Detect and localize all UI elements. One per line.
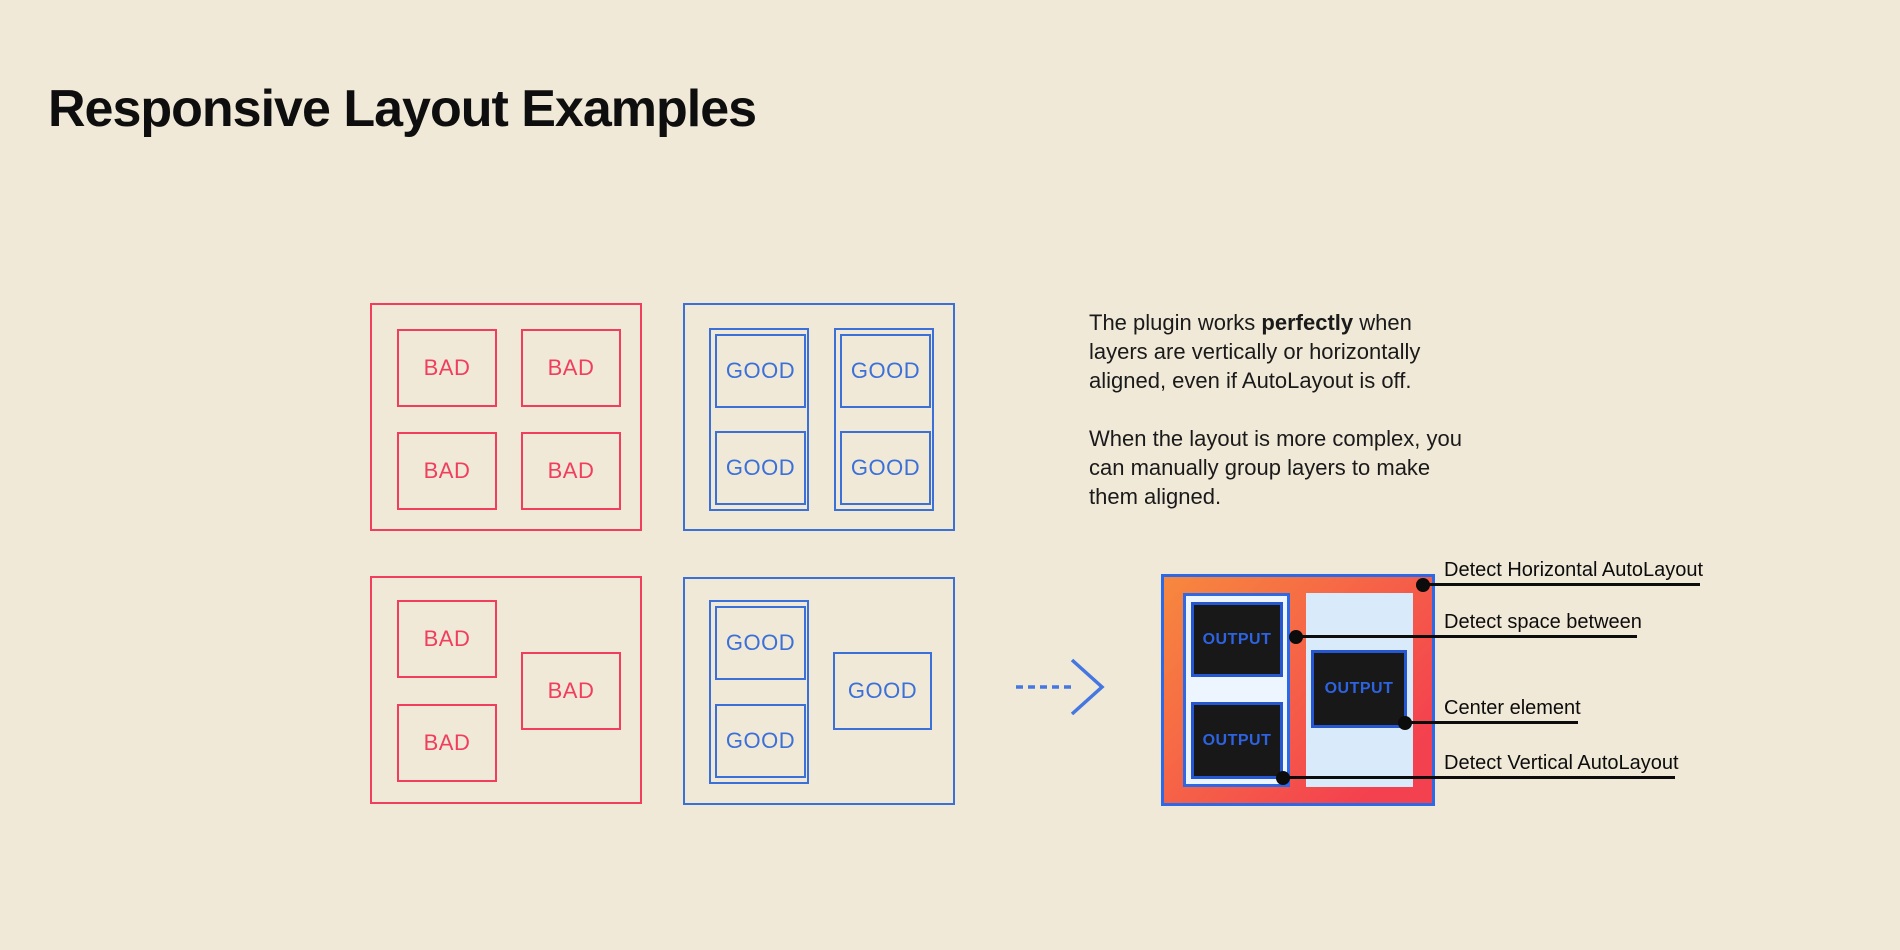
output-vertical-group: OUTPUT OUTPUT — [1183, 593, 1290, 787]
bad-box: BAD — [521, 432, 621, 510]
output-box: OUTPUT — [1311, 650, 1407, 728]
good-box: GOOD — [833, 652, 932, 730]
good-example-aligned: GOOD GOOD GOOD GOOD — [683, 303, 955, 531]
good-box: GOOD — [715, 704, 806, 778]
page-title: Responsive Layout Examples — [48, 79, 757, 138]
description-bold: perfectly — [1261, 310, 1354, 335]
annotation-label: Detect Horizontal AutoLayout — [1444, 559, 1704, 581]
annotation-dot — [1416, 578, 1430, 592]
output-frame: OUTPUT OUTPUT OUTPUT — [1161, 574, 1435, 806]
description-text: The plugin works perfectly when layers a… — [1089, 308, 1462, 511]
good-group: GOOD GOOD — [834, 328, 934, 511]
good-box: GOOD — [840, 334, 931, 408]
description-line: can manually group layers to make — [1089, 455, 1431, 480]
bad-box: BAD — [397, 600, 497, 678]
annotation-dot — [1276, 771, 1290, 785]
bad-box: BAD — [521, 652, 621, 730]
annotation-label: Center element — [1444, 697, 1581, 719]
good-example-grouped: GOOD GOOD GOOD — [683, 577, 955, 805]
description-span: The plugin works — [1089, 310, 1262, 335]
annotation-label: Detect space between — [1444, 611, 1642, 633]
description-line: aligned, even if AutoLayout is off. — [1089, 368, 1412, 393]
annotation-dot — [1398, 716, 1412, 730]
annotation-label: Detect Vertical AutoLayout — [1444, 752, 1679, 774]
output-box: OUTPUT — [1191, 702, 1283, 779]
bad-box: BAD — [397, 704, 497, 782]
good-group: GOOD GOOD — [709, 600, 809, 784]
description-line: The plugin works perfectly when — [1089, 308, 1462, 337]
good-box: GOOD — [715, 606, 806, 680]
annotation-line — [1423, 583, 1700, 586]
good-box: GOOD — [715, 334, 806, 408]
description-line: layers are vertically or horizontally — [1089, 339, 1421, 364]
annotation-dot — [1289, 630, 1303, 644]
flow-arrow-icon — [1016, 658, 1105, 716]
bad-box: BAD — [397, 432, 497, 510]
bad-box: BAD — [521, 329, 621, 407]
bad-example-scattered: BAD BAD BAD — [370, 576, 642, 804]
annotation-line — [1405, 721, 1578, 724]
good-box: GOOD — [715, 431, 806, 505]
annotation-line — [1283, 776, 1675, 779]
description-span: when — [1353, 310, 1412, 335]
annotation-line — [1296, 635, 1637, 638]
output-box: OUTPUT — [1191, 602, 1283, 677]
description-line: When the layout is more complex, you — [1089, 426, 1462, 451]
description-line: them aligned. — [1089, 484, 1222, 509]
bad-example-aligned: BAD BAD BAD BAD — [370, 303, 642, 531]
good-group: GOOD GOOD — [709, 328, 809, 511]
good-box: GOOD — [840, 431, 931, 505]
bad-box: BAD — [397, 329, 497, 407]
